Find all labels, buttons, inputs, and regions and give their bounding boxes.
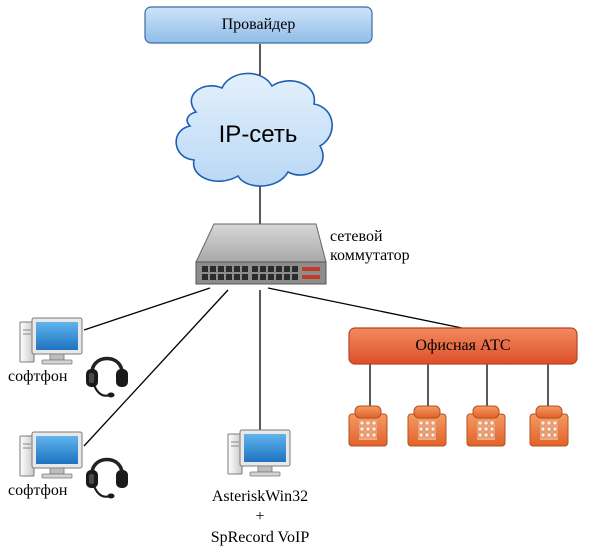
softphone-2-pc[interactable] — [19, 431, 83, 479]
headset-icon — [84, 457, 130, 501]
connections — [83, 44, 549, 447]
phone-icon[interactable] — [348, 405, 388, 447]
link-switch-softphone-1 — [83, 287, 211, 331]
phone-icon[interactable] — [529, 405, 569, 447]
softphone-2-label: софтфон — [8, 482, 68, 499]
pbx-box[interactable] — [348, 327, 578, 365]
headset-icon — [84, 356, 130, 400]
softphone-1-pc[interactable] — [19, 317, 83, 365]
phone-icon[interactable] — [466, 405, 506, 447]
switch-label-line1: сетевой — [330, 228, 383, 245]
provider-box[interactable] — [144, 6, 373, 44]
link-switch-softphone-2 — [83, 289, 229, 447]
phone-icon[interactable] — [407, 405, 447, 447]
server-pc[interactable] — [227, 429, 291, 477]
server-label-line3: SpRecord VoIP — [210, 529, 310, 546]
switch-label-line2: коммутатор — [330, 247, 410, 264]
link-switch-pbx — [267, 287, 463, 329]
server-label-line1: AsteriskWin32 — [211, 488, 309, 505]
server-label-line2: + — [255, 508, 265, 525]
ip-network-cloud[interactable] — [175, 72, 333, 187]
network-switch[interactable] — [195, 223, 327, 285]
softphone-1-label: софтфон — [8, 368, 68, 385]
